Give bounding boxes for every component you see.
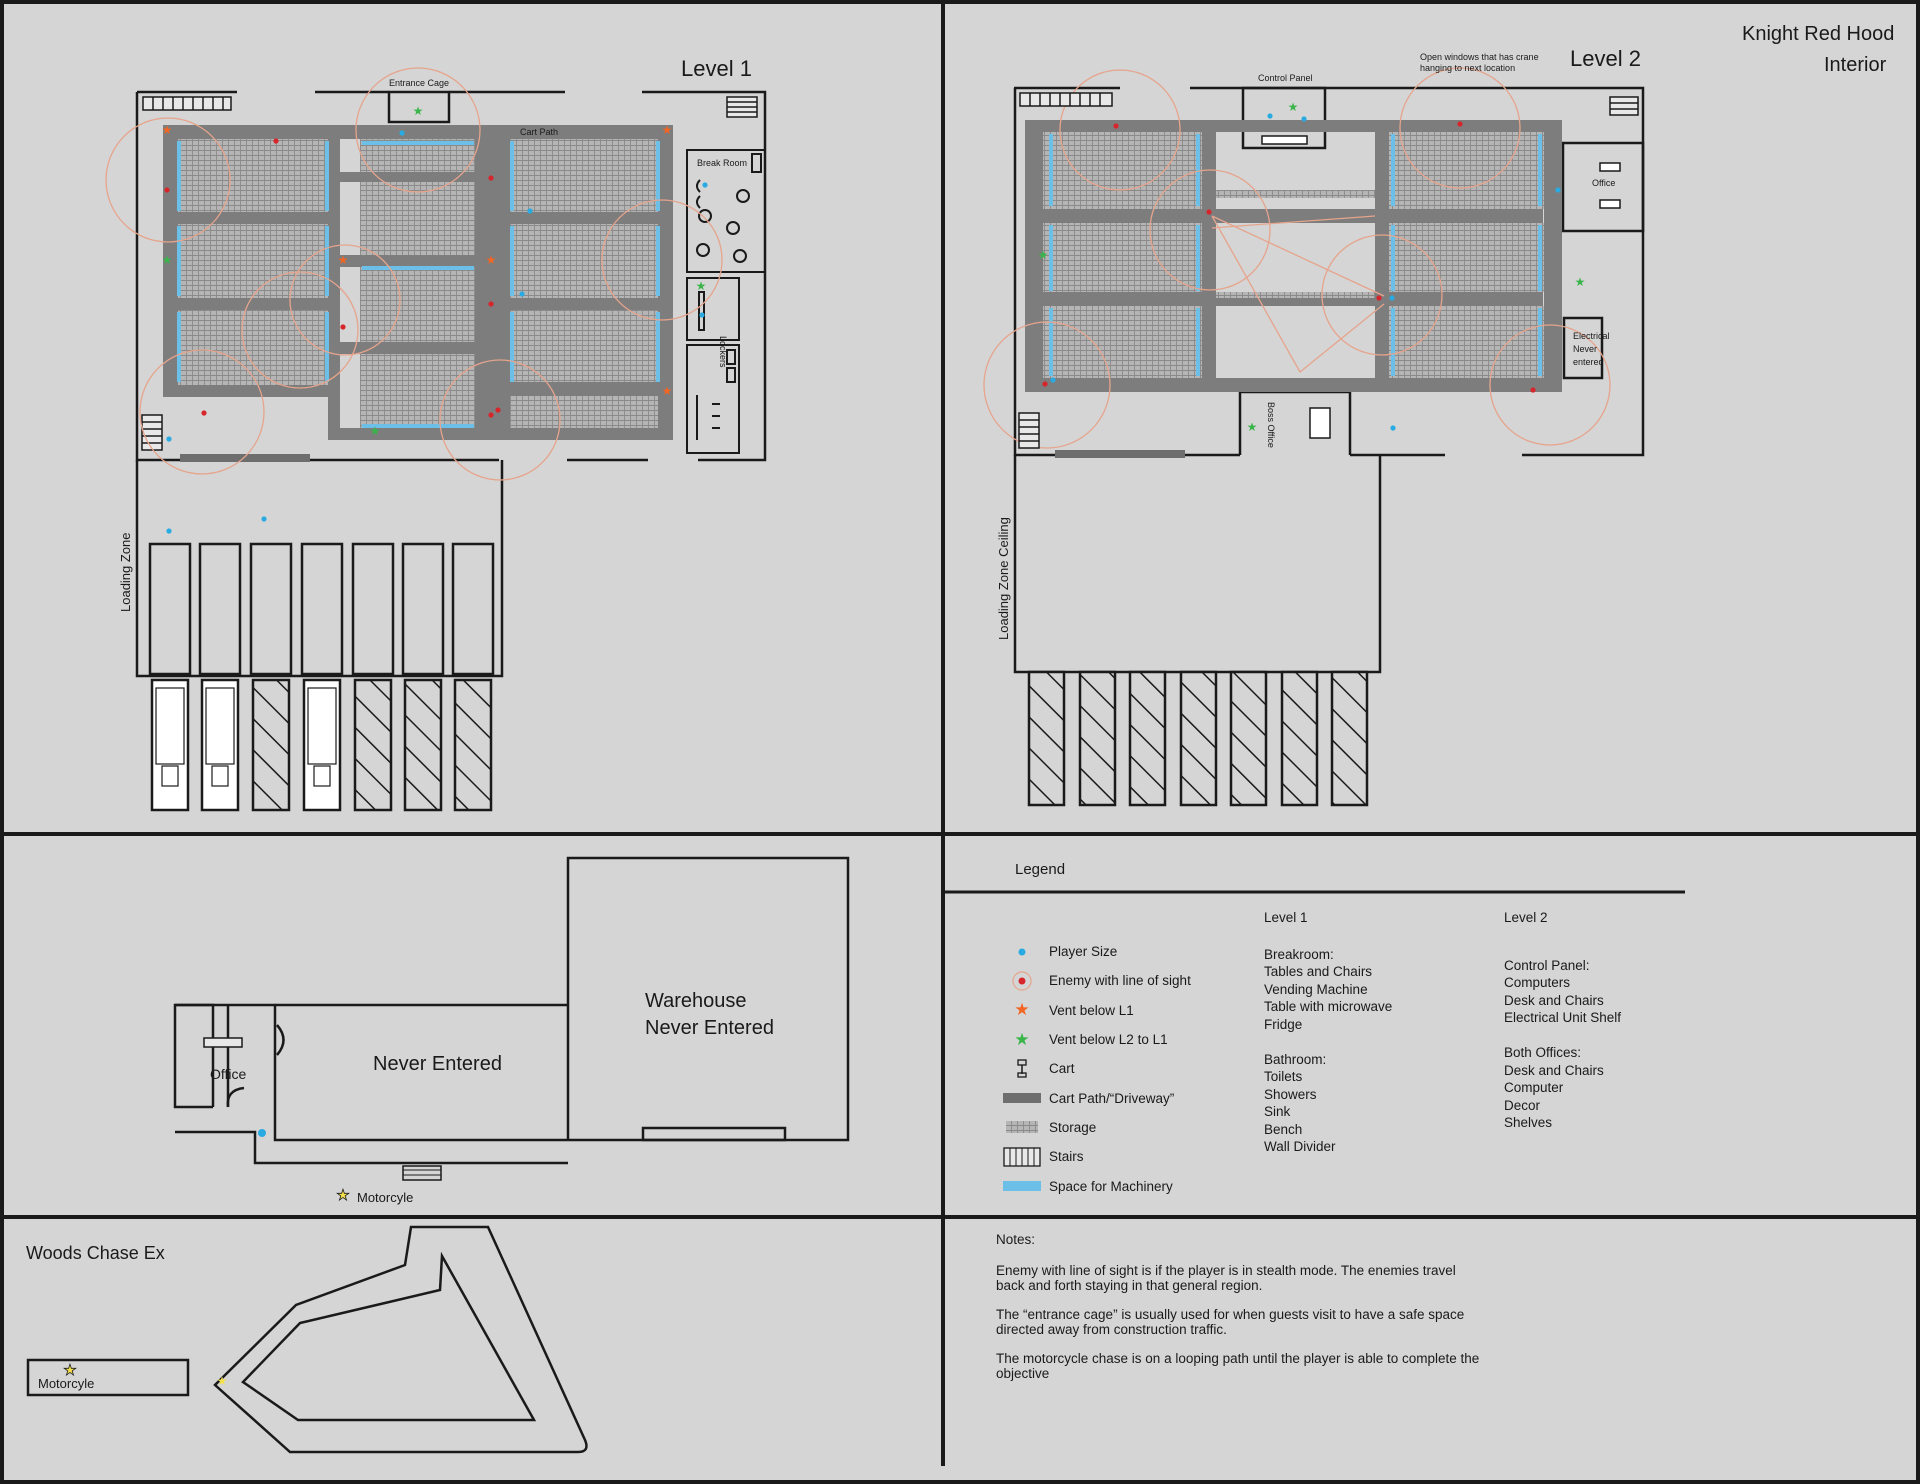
l1-sight-circles	[105, 67, 723, 481]
level2-heading: Level 2	[1570, 46, 1641, 71]
level1-heading: Level 1	[681, 56, 752, 81]
cart-path-label: Cart Path	[520, 127, 559, 137]
cart-path-icon	[1000, 1092, 1044, 1104]
woods-chase-track	[26, 1225, 588, 1454]
ext-office-label: Office	[210, 1066, 247, 1082]
l1-lockers	[686, 277, 740, 341]
entrance-cage	[387, 90, 451, 124]
legend-item: Cart Path/“Driveway”	[1000, 1083, 1191, 1112]
ext-motorcycle-label: Motorcyle	[357, 1190, 414, 1205]
window-note-line2: hanging to next location	[1420, 63, 1516, 73]
note-paragraph: The motorcycle chase is on a looping pat…	[996, 1351, 1480, 1381]
note-paragraph: The “entrance cage” is usually used for …	[996, 1307, 1465, 1337]
never-entered-label: Never Entered	[373, 1053, 502, 1075]
l1-machinery	[177, 141, 660, 428]
control-panel-label: Control Panel	[1258, 73, 1313, 83]
orange-star-icon: ★	[1014, 1000, 1030, 1020]
l2-parking-stalls	[1027, 670, 1369, 807]
legend-heading: Legend	[1015, 861, 1066, 878]
l2-cart-path	[1025, 120, 1562, 392]
l2-stairs	[1018, 92, 1639, 449]
machinery-icon	[1000, 1180, 1044, 1192]
loading-zone-label: Loading Zone	[118, 532, 133, 612]
l2-office-label: Office	[1592, 178, 1616, 188]
legend-item: Space for Machinery	[1000, 1171, 1191, 1200]
main-title-line1: Knight Red Hood	[1742, 23, 1895, 45]
electrical-label-3: entered	[1573, 357, 1604, 367]
l2-storage	[1043, 132, 1544, 378]
l2-loading-door	[1055, 450, 1185, 458]
warehouse-label-2: Never Entered	[645, 1017, 774, 1039]
woods-motorcycle-label: Motorcyle	[38, 1376, 95, 1391]
l1-loading-bays	[148, 542, 495, 676]
level2-plan	[983, 67, 1645, 807]
note-paragraph: Enemy with line of sight is if the playe…	[996, 1263, 1456, 1293]
l1-loading-door	[180, 454, 310, 462]
l2-furniture	[1261, 135, 1621, 439]
l1-storage	[178, 139, 658, 428]
stairs-icon	[1000, 1147, 1044, 1167]
legend-level2-column: Level 2 Control Panel: Computers Desk an…	[1504, 910, 1622, 1130]
window-note-line1: Open windows that has crane	[1420, 52, 1539, 62]
legend-list: Player Size Enemy with line of sight ★Ve…	[1000, 937, 1191, 1201]
legend-item: ★Vent below L1	[1000, 996, 1191, 1025]
legend-item: Cart	[1000, 1054, 1191, 1083]
warehouse-label-1: Warehouse	[645, 990, 747, 1012]
legend-item: Stairs	[1000, 1142, 1191, 1171]
notes-block: Notes: Enemy with line of sight is if th…	[996, 1232, 1486, 1395]
electrical-label-2: Never	[1573, 344, 1598, 354]
boss-office-label: Boss Office	[1266, 402, 1276, 448]
legend-item: ★Vent below L2 to L1	[1000, 1025, 1191, 1054]
notes-heading: Notes:	[996, 1232, 1036, 1247]
l2-machinery	[1049, 134, 1542, 376]
player-dot-icon	[1000, 947, 1044, 957]
l2-sight-circles	[983, 67, 1611, 449]
lockers-label: Lockers	[718, 336, 728, 368]
break-room-label: Break Room	[697, 158, 748, 168]
enemy-dot-icon	[1000, 970, 1044, 992]
woods-title: Woods Chase Ex	[26, 1243, 165, 1263]
legend-level1-column: Level 1 Breakroom: Tables and Chairs Ven…	[1264, 910, 1393, 1154]
l2-crane-lines	[1211, 215, 1385, 373]
main-title-line2: Interior	[1824, 54, 1887, 76]
l1-trucks	[155, 687, 337, 787]
l1-stairs	[141, 96, 758, 451]
legend-item: Storage	[1000, 1113, 1191, 1142]
electrical-label-1: Electrical	[1573, 331, 1610, 341]
entrance-cage-label: Entrance Cage	[389, 78, 450, 88]
legend-item: Enemy with line of sight	[1000, 966, 1191, 995]
legend-item: Player Size	[1000, 937, 1191, 966]
green-star-icon: ★	[1014, 1029, 1030, 1049]
storage-icon	[1000, 1120, 1044, 1134]
loading-zone-ceiling-label: Loading Zone Ceiling	[996, 517, 1011, 640]
cart-icon	[1000, 1059, 1044, 1079]
level1-plan	[105, 67, 767, 812]
exterior-plan	[173, 856, 850, 1181]
l1-break-room	[686, 149, 766, 273]
l1-bathroom	[686, 344, 740, 454]
